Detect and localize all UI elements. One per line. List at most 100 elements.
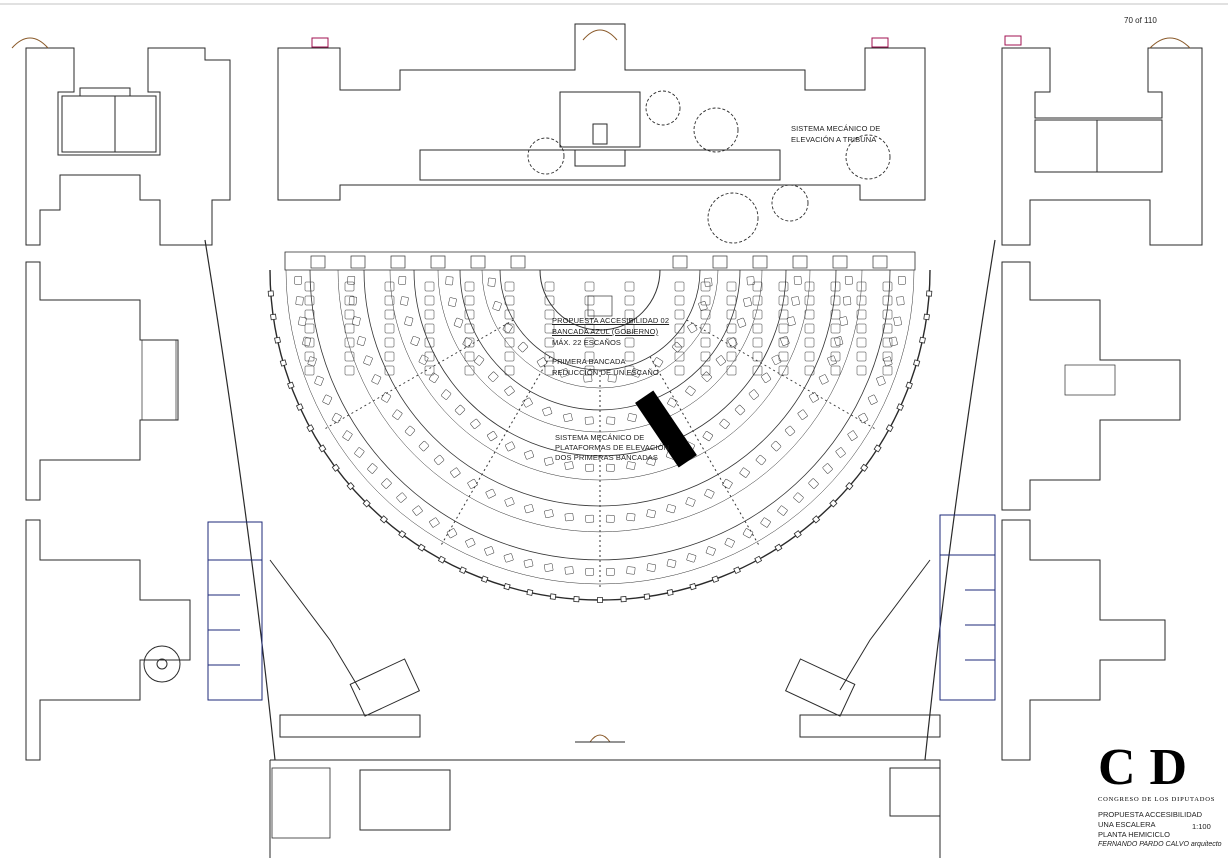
seat bbox=[404, 316, 414, 327]
seat bbox=[502, 322, 513, 334]
seat bbox=[400, 296, 409, 306]
wall-pilaster bbox=[549, 593, 557, 600]
seat bbox=[666, 559, 677, 568]
seat bbox=[770, 440, 782, 452]
seat bbox=[348, 296, 358, 306]
seat bbox=[889, 336, 898, 347]
left-wing-walls bbox=[25, 47, 231, 246]
seat bbox=[467, 478, 478, 489]
seat bbox=[876, 375, 886, 386]
wall-pilaster bbox=[845, 482, 854, 491]
marker bbox=[1004, 35, 1022, 46]
seat bbox=[585, 567, 595, 576]
seat bbox=[847, 430, 858, 441]
seat bbox=[424, 295, 435, 306]
seat bbox=[856, 365, 867, 376]
seat bbox=[748, 389, 759, 400]
seat bbox=[856, 281, 867, 292]
proposal-line-1: BANCADA AZUL (GOBIERNO) bbox=[552, 327, 659, 336]
wall-pilaster bbox=[279, 359, 287, 367]
seat bbox=[882, 323, 893, 334]
seat bbox=[356, 336, 366, 346]
seat bbox=[544, 509, 554, 519]
seat bbox=[504, 351, 515, 362]
wall-pilaster bbox=[643, 593, 651, 600]
seat bbox=[584, 309, 595, 320]
seat bbox=[424, 323, 435, 334]
seat bbox=[381, 478, 392, 489]
washbasins-right bbox=[784, 658, 941, 738]
seat bbox=[584, 351, 595, 362]
seat bbox=[882, 365, 893, 376]
seat bbox=[804, 351, 815, 362]
seat bbox=[858, 412, 869, 424]
title-line-3: PLANTA HEMICICLO bbox=[1098, 830, 1170, 839]
seat bbox=[344, 281, 355, 292]
wall-pilaster bbox=[267, 290, 274, 297]
right-wing-low bbox=[1001, 519, 1166, 761]
seat bbox=[686, 553, 697, 563]
right-upper-room bbox=[1034, 119, 1163, 173]
seat bbox=[304, 365, 315, 376]
wall-pilaster bbox=[459, 566, 467, 575]
seat bbox=[412, 505, 423, 516]
seat bbox=[743, 297, 752, 307]
seat bbox=[827, 355, 837, 366]
seat bbox=[304, 323, 315, 334]
seat bbox=[701, 371, 712, 382]
seat bbox=[752, 365, 763, 376]
seat bbox=[777, 505, 788, 516]
seat bbox=[392, 409, 403, 420]
seat bbox=[835, 447, 846, 458]
seat bbox=[605, 567, 615, 576]
wall-pilaster bbox=[926, 290, 933, 297]
seat bbox=[429, 517, 440, 528]
lower-stair bbox=[271, 767, 331, 839]
left-upper-room bbox=[61, 95, 157, 153]
seat bbox=[830, 323, 841, 334]
seat bbox=[464, 351, 475, 362]
seat bbox=[722, 478, 733, 489]
seat bbox=[606, 416, 616, 425]
seat bbox=[882, 351, 893, 362]
seat bbox=[363, 355, 373, 366]
seat bbox=[543, 456, 554, 466]
seat bbox=[746, 276, 755, 286]
wall-pilaster bbox=[913, 359, 921, 367]
seat bbox=[384, 323, 395, 334]
seat bbox=[304, 351, 315, 362]
tribune-box bbox=[587, 295, 613, 317]
seat bbox=[384, 309, 395, 320]
cd-logo: CD bbox=[1098, 739, 1202, 796]
wall-pilaster bbox=[733, 566, 741, 575]
seat bbox=[544, 323, 555, 334]
wall-pilaster bbox=[711, 575, 720, 583]
seat bbox=[544, 295, 555, 306]
wall-pilaster bbox=[620, 596, 627, 603]
wall-pilaster bbox=[398, 530, 407, 539]
seat bbox=[624, 365, 635, 376]
seat bbox=[786, 316, 796, 327]
seat bbox=[488, 371, 499, 382]
seat bbox=[446, 528, 458, 539]
aisle-step bbox=[672, 255, 688, 269]
central-podium bbox=[539, 269, 661, 331]
hemicycle-frame bbox=[284, 251, 916, 271]
accessibility-platform-highlight bbox=[635, 390, 697, 468]
seat bbox=[384, 281, 395, 292]
seat bbox=[808, 392, 819, 403]
seat bbox=[844, 275, 853, 285]
seat bbox=[804, 295, 815, 306]
seat bbox=[646, 563, 656, 572]
seat bbox=[702, 431, 713, 442]
seat bbox=[856, 337, 867, 348]
aisle-step bbox=[430, 255, 446, 269]
wall-pilaster bbox=[295, 403, 304, 411]
wall-pilaster bbox=[318, 444, 327, 453]
seat bbox=[504, 337, 515, 348]
wall-pilaster bbox=[885, 424, 894, 433]
seat bbox=[771, 354, 782, 365]
seat bbox=[818, 374, 829, 385]
seat bbox=[564, 512, 574, 522]
seat bbox=[631, 368, 641, 378]
